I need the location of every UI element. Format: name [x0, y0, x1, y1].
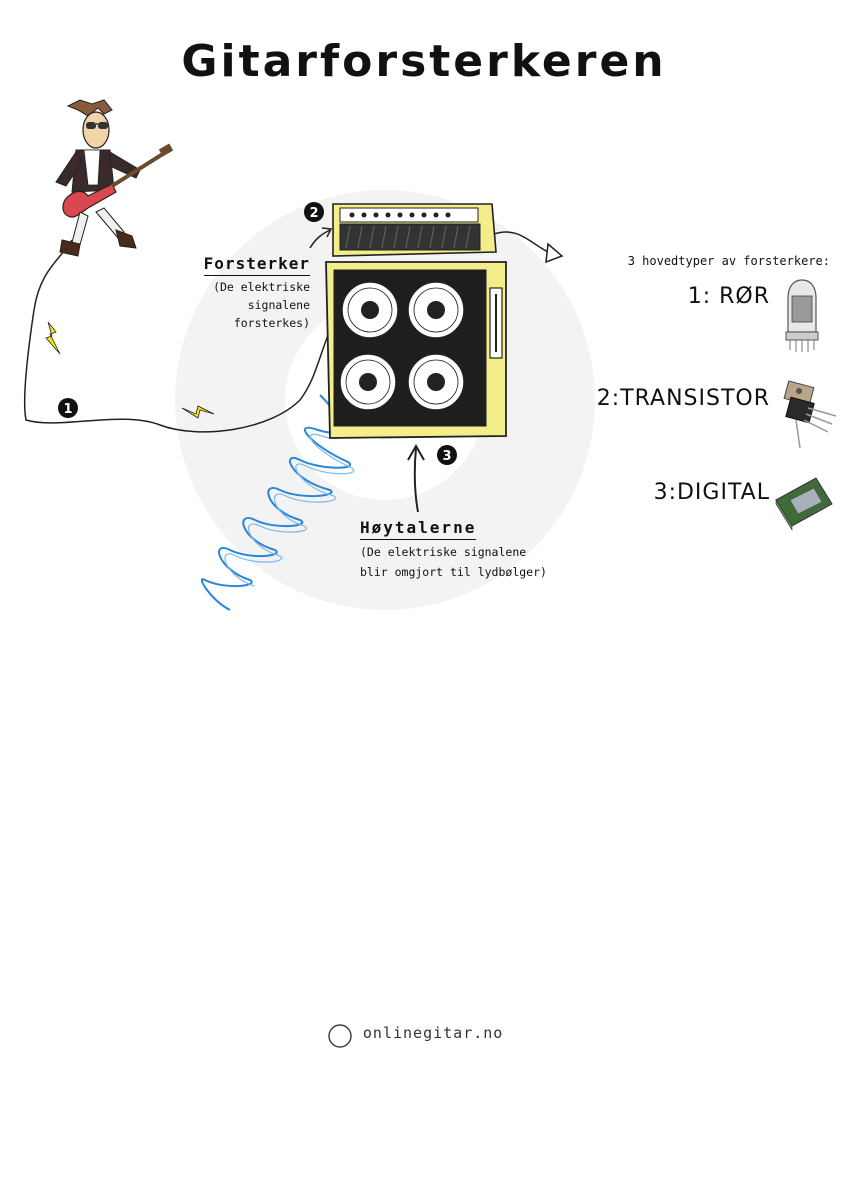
lightning-bolt-icon: [181, 405, 215, 419]
step-badge-2: 2: [304, 202, 324, 222]
speaker-arrow-head: [407, 443, 425, 461]
sound-wave-echo: [224, 399, 355, 587]
lightning-bolt-icon: [45, 321, 61, 355]
speakers-label: Høytalerne (De elektriske signalene blir…: [360, 518, 620, 582]
page-title: Gitarforsterkeren: [181, 36, 667, 87]
amplifier-description-line: forsterkes): [233, 316, 310, 330]
sound-wave: [200, 394, 352, 611]
speakers-description-line: blir omgjort til lydbølger): [360, 565, 547, 579]
footer-credit: ©onlinegitar.no: [0, 1022, 848, 1047]
speaker-arrow: [413, 447, 419, 513]
step-number: 1: [63, 402, 72, 417]
types-arrow: [493, 231, 553, 255]
amplifier-type-tube: 1: RØR: [687, 284, 770, 309]
step-badge-3: 3: [437, 445, 457, 465]
step-badge-1: 1: [58, 398, 78, 418]
footer-site: onlinegitar.no: [362, 1024, 504, 1042]
amplifier-label: Forsterker (De elektriske signalene fors…: [160, 254, 310, 332]
amplifier-description-line: (De elektriske signalene: [213, 280, 310, 312]
step-number: 2: [309, 206, 318, 221]
amplifier-type-digital: 3:DIGITAL: [653, 480, 770, 505]
step-number: 3: [442, 449, 451, 464]
amplifier-types-heading: 3 hovedtyper av forsterkere:: [627, 254, 830, 268]
guitarist-icon: [55, 99, 174, 257]
types-arrow-head: [545, 242, 564, 264]
amplifier-description: (De elektriske signalene forsterkes): [160, 278, 310, 332]
guitar-cable: [23, 239, 331, 433]
transistor-icon: [783, 380, 837, 449]
amplifier-type-transistor: 2:TRANSISTOR: [596, 386, 770, 411]
speaker-cabinet: [325, 261, 507, 439]
chip-icon: [775, 477, 833, 532]
speakers-description: (De elektriske signalene blir omgjort ti…: [360, 542, 620, 582]
copyright-icon: [328, 1024, 352, 1048]
speakers-description-line: (De elektriske signalene: [360, 545, 527, 559]
amp-arrow-head: [321, 227, 333, 238]
speaker-cone: [407, 353, 465, 411]
speakers-heading: Høytalerne: [360, 518, 477, 540]
speaker-cone: [407, 281, 465, 339]
speaker-cone: [341, 281, 399, 339]
amp-arrow: [309, 229, 331, 249]
vacuum-tube-icon: [785, 279, 819, 352]
amp-head: [332, 203, 497, 257]
amplifier-heading: Forsterker: [203, 254, 310, 276]
speaker-cone: [339, 353, 397, 411]
